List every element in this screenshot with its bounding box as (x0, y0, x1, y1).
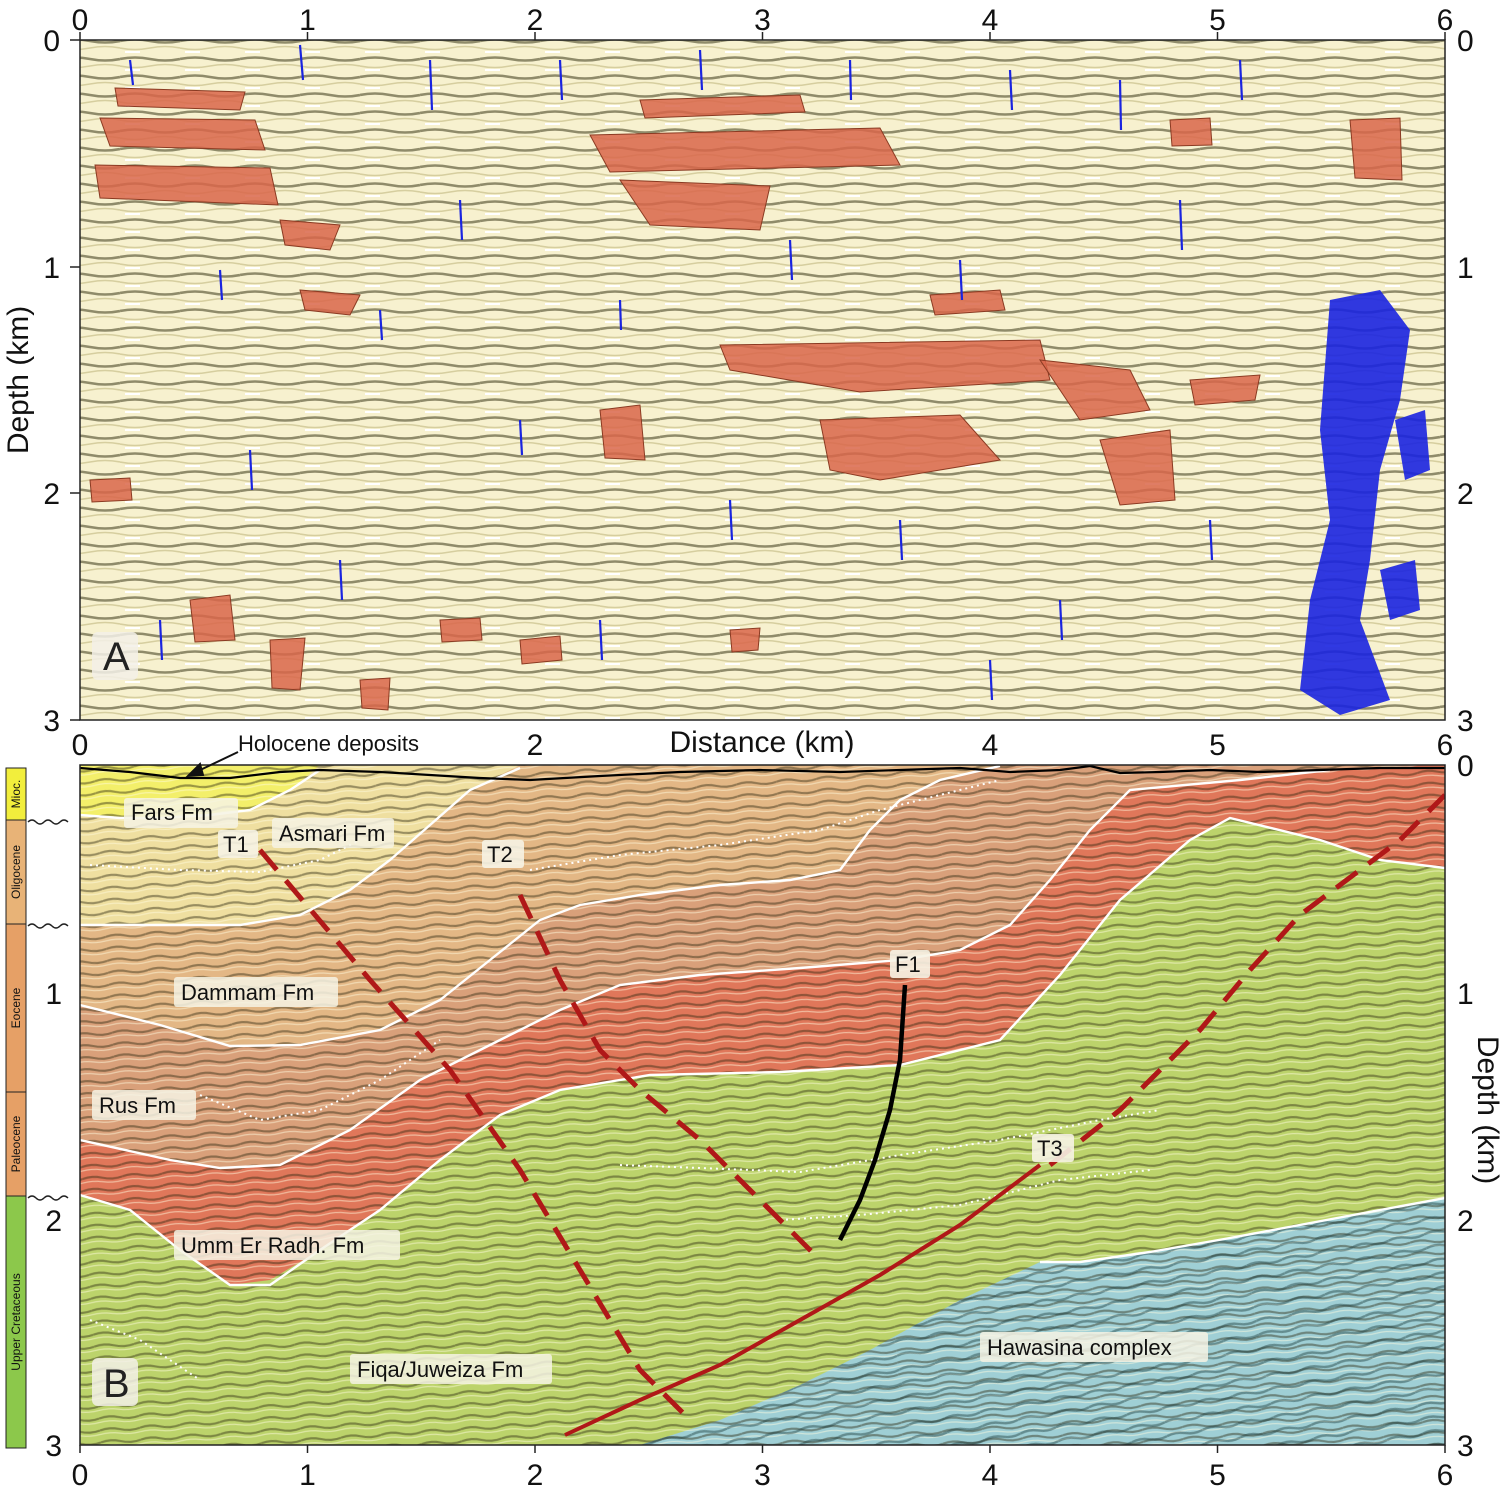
panel-b-y-ticks-right: 0 1 2 3 (1457, 750, 1474, 1463)
panel-a-y-ticks-left: 0 1 2 3 (43, 25, 80, 738)
panel-b-x-tick: 5 (1209, 1459, 1226, 1492)
hawasina-thrust (564, 1163, 1042, 1437)
panel-b-y-tick-right: 0 (1457, 750, 1474, 783)
holocene-annotation: Holocene deposits (238, 731, 419, 756)
panel-b-letter: B (103, 1362, 130, 1406)
panel-b-x-tick: 2 (527, 1459, 544, 1492)
panel-a-y-tick: 3 (43, 705, 60, 738)
label-hawasina: Hawasina complex (987, 1335, 1172, 1360)
panel-b-x-axis-title: Distance (km) (669, 726, 854, 759)
panel-a-y-tick: 0 (43, 25, 60, 58)
panel-a-x-tick: 3 (754, 4, 771, 37)
panel-a-y-tick: 1 (43, 252, 60, 285)
label-fars: Fars Fm (131, 800, 213, 825)
panel-b-y-tick-right: 1 (1457, 978, 1474, 1011)
panel-a-y-axis-title: Depth (km) (2, 306, 35, 454)
unconformity-mark (27, 1195, 69, 1201)
strat-label-oligocene: Oligocene (9, 845, 23, 899)
panel-a-x-tick: 2 (527, 4, 544, 37)
hawasina-texture (640, 1198, 1445, 1445)
panel-a-y-ticks-right: 0 1 2 3 (1457, 25, 1474, 738)
panel-a-y-tick-right: 1 (1457, 252, 1474, 285)
thrust-t1 (258, 848, 692, 1422)
label-t2: T2 (487, 842, 513, 867)
formation-labels: Fars Fm Asmari Fm Dammam Fm Rus Fm Umm E… (92, 798, 1208, 1384)
holocene-arrow (185, 751, 239, 778)
panel-a-y-tick-right: 2 (1457, 478, 1474, 511)
panel-b-y-tick-right: 3 (1457, 1430, 1474, 1463)
panel-b-y-tick: 3 (45, 1430, 62, 1463)
panel-a-y-tick-right: 0 (1457, 25, 1474, 58)
panel-a-letter: A (103, 635, 130, 679)
strat-column: Mioc. Oligocene Eocene Paleocene Upper C… (5, 767, 69, 1449)
panel-a-y-tick: 2 (43, 478, 60, 511)
panel-b-x-tick: 6 (1437, 1459, 1454, 1492)
panel-a-top-ticks: 0 1 2 3 4 5 6 (72, 4, 1454, 40)
panel-b-letter-box (92, 1358, 138, 1406)
strat-label-paleocene: Paleocene (9, 1115, 23, 1172)
panel-b-top-ticks: 0 2 4 5 6 (72, 729, 1454, 762)
panel-b-top-x-tick: 6 (1437, 729, 1454, 762)
panel-a-letter-box (92, 632, 138, 680)
panel-b-x-tick: 3 (754, 1459, 771, 1492)
panel-b-y-tick-right: 2 (1457, 1205, 1474, 1238)
panel-b-bottom-ticks: 0 1 2 3 4 5 6 (72, 1445, 1454, 1492)
panel-b-y-tick: 2 (45, 1205, 62, 1238)
label-fiqa: Fiqa/Juweiza Fm (357, 1357, 523, 1382)
panel-b-x-tick: 4 (982, 1459, 999, 1492)
panel-a: A 0 1 2 3 4 5 6 0 1 2 3 (2, 4, 1474, 738)
panel-a-y-tick-right: 3 (1457, 705, 1474, 738)
panel-b-x-tick: 0 (72, 1459, 89, 1492)
strat-label-mioc: Mioc. (9, 780, 23, 809)
panel-b-top-x-tick: 0 (72, 729, 89, 762)
panel-b-top-x-tick: 4 (982, 729, 999, 762)
strat-label-eocene: Eocene (9, 987, 23, 1028)
thrust-t2 (517, 893, 822, 1262)
fault-labels: T1 T2 T3 F1 (218, 830, 1074, 1162)
label-dammam: Dammam Fm (181, 980, 314, 1005)
unconformity-mark (27, 923, 69, 929)
panel-b-top-x-tick: 5 (1209, 729, 1226, 762)
strat-label-upper-cretaceous: Upper Cretaceous (9, 1273, 23, 1370)
panel-b-y-tick: 1 (45, 978, 62, 1011)
panel-a-x-tick: 5 (1209, 4, 1226, 37)
label-rus: Rus Fm (99, 1093, 176, 1118)
panel-b-x-tick: 1 (299, 1459, 316, 1492)
panel-b-y-ticks-left: 1 2 3 (45, 978, 62, 1463)
panel-a-anomalies (89, 44, 1430, 715)
panel-b-top-x-tick: 2 (527, 729, 544, 762)
fault-f1 (837, 984, 908, 1242)
topography-line (80, 765, 1445, 782)
panel-b-y-axis-title: Depth (km) (1471, 1036, 1504, 1184)
strat-upper-cretaceous (5, 1195, 27, 1449)
panel-a-x-tick: 0 (72, 4, 89, 37)
label-umm: Umm Er Radh. Fm (181, 1233, 364, 1258)
panel-a-x-tick: 1 (299, 4, 316, 37)
unconformity-mark (27, 819, 69, 825)
panel-b: 0 2 4 5 6 Distance (km) (5, 726, 1504, 1492)
label-asmari: Asmari Fm (279, 821, 385, 846)
label-f1: F1 (895, 952, 921, 977)
label-t1: T1 (223, 832, 249, 857)
label-t3: T3 (1037, 1136, 1063, 1161)
panel-a-x-tick: 4 (982, 4, 999, 37)
panel-a-x-tick: 6 (1437, 4, 1454, 37)
